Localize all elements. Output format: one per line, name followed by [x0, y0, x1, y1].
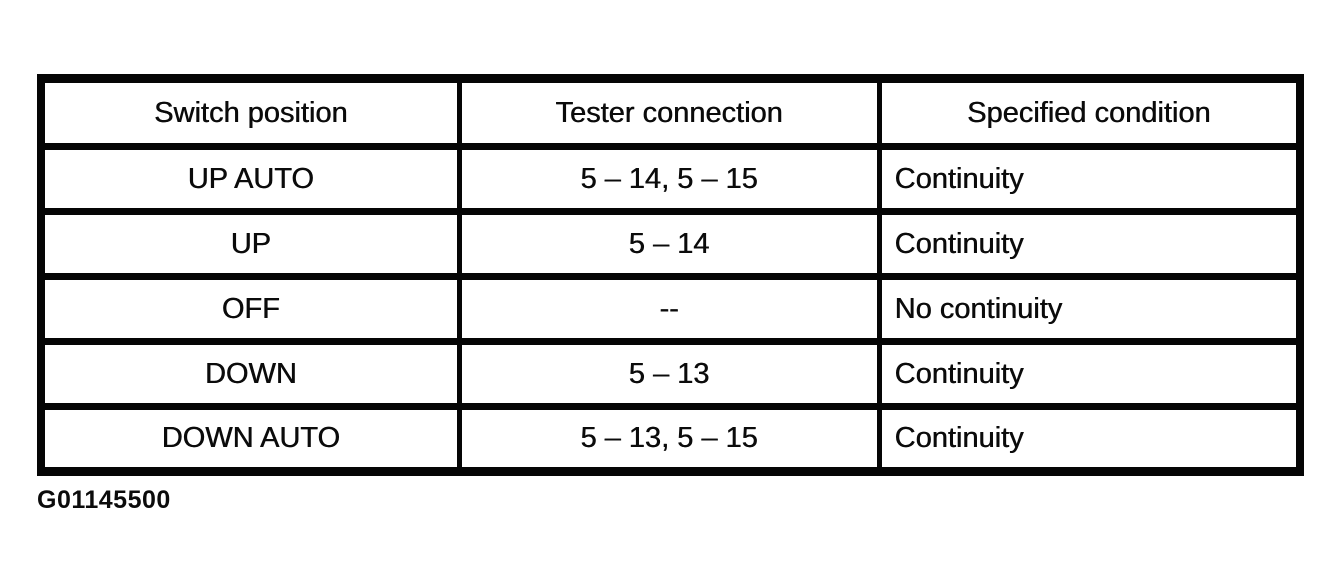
column-header-specified-condition: Specified condition	[876, 74, 1304, 150]
cell-switch-position: UP AUTO	[37, 143, 462, 215]
cell-switch-position: UP	[37, 208, 462, 280]
cell-tester-connection: --	[456, 273, 882, 345]
cell-switch-position: DOWN AUTO	[37, 403, 462, 476]
cell-switch-position: OFF	[37, 273, 462, 345]
cell-specified-condition: Continuity	[876, 143, 1304, 215]
cell-tester-connection: 5 – 14	[456, 208, 882, 280]
cell-switch-position: DOWN	[37, 338, 462, 410]
cell-specified-condition: Continuity	[876, 208, 1304, 280]
column-header-tester-connection: Tester connection	[456, 74, 882, 150]
cell-specified-condition: No continuity	[876, 273, 1304, 345]
column-header-switch-position: Switch position	[37, 74, 462, 150]
cell-tester-connection: 5 – 13, 5 – 15	[456, 403, 882, 476]
cell-specified-condition: Continuity	[876, 403, 1304, 476]
figure-id-label: G01145500	[37, 486, 171, 514]
table-header-row: Switch position Tester connection Specif…	[37, 74, 1304, 150]
cell-tester-connection: 5 – 14, 5 – 15	[456, 143, 882, 215]
cell-tester-connection: 5 – 13	[456, 338, 882, 410]
continuity-spec-table: Switch position Tester connection Specif…	[37, 74, 1304, 476]
table-row: OFF--No continuity	[37, 273, 1304, 345]
cell-specified-condition: Continuity	[876, 338, 1304, 410]
